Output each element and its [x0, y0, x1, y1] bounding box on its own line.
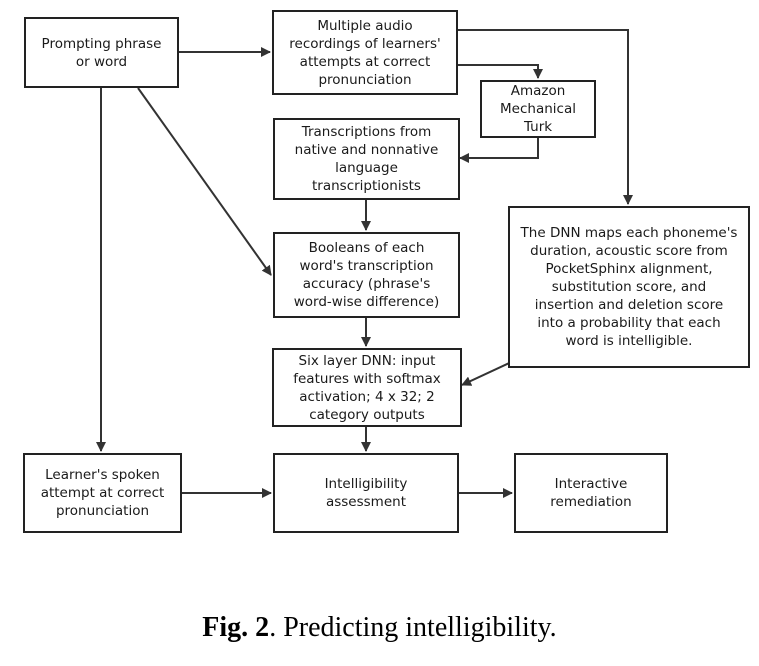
node-intelligibility-assessment: Intelligibility assessment — [273, 453, 459, 533]
node-six-layer-dnn: Six layer DNN: input features with softm… — [272, 348, 462, 427]
diagram-connectors — [96, 29, 633, 498]
edge-recordings-dnn-desc — [458, 29, 633, 205]
node-booleans-accuracy: Booleans of each word's transcription ac… — [273, 232, 460, 318]
edge-mturk-transcriptions — [459, 138, 539, 163]
flow-diagram: Prompting phrase or word Multiple audio … — [23, 10, 750, 533]
node-dnn-description: The DNN maps each phoneme's duration, ac… — [508, 206, 750, 368]
node-amazon-mechanical-turk: Amazon Mechanical Turk — [480, 80, 596, 138]
node-prompting-phrase: Prompting phrase or word — [24, 17, 179, 88]
figure-caption-text: . Predicting intelligibility. — [269, 612, 557, 643]
node-learner-spoken-attempt: Learner's spoken attempt at correct pron… — [23, 453, 182, 533]
edge-prompt-booleans — [137, 87, 272, 276]
edge-recordings-mturk — [458, 64, 543, 79]
figure-label: Fig. 2 — [202, 612, 270, 643]
node-audio-recordings: Multiple audio recordings of learners' a… — [272, 10, 458, 95]
node-interactive-remediation: Interactive remediation — [514, 453, 668, 533]
node-transcriptions: Transcriptions from native and nonnative… — [273, 118, 460, 200]
figure-caption: Fig. 2. Predicting intelligibility. — [0, 612, 759, 644]
